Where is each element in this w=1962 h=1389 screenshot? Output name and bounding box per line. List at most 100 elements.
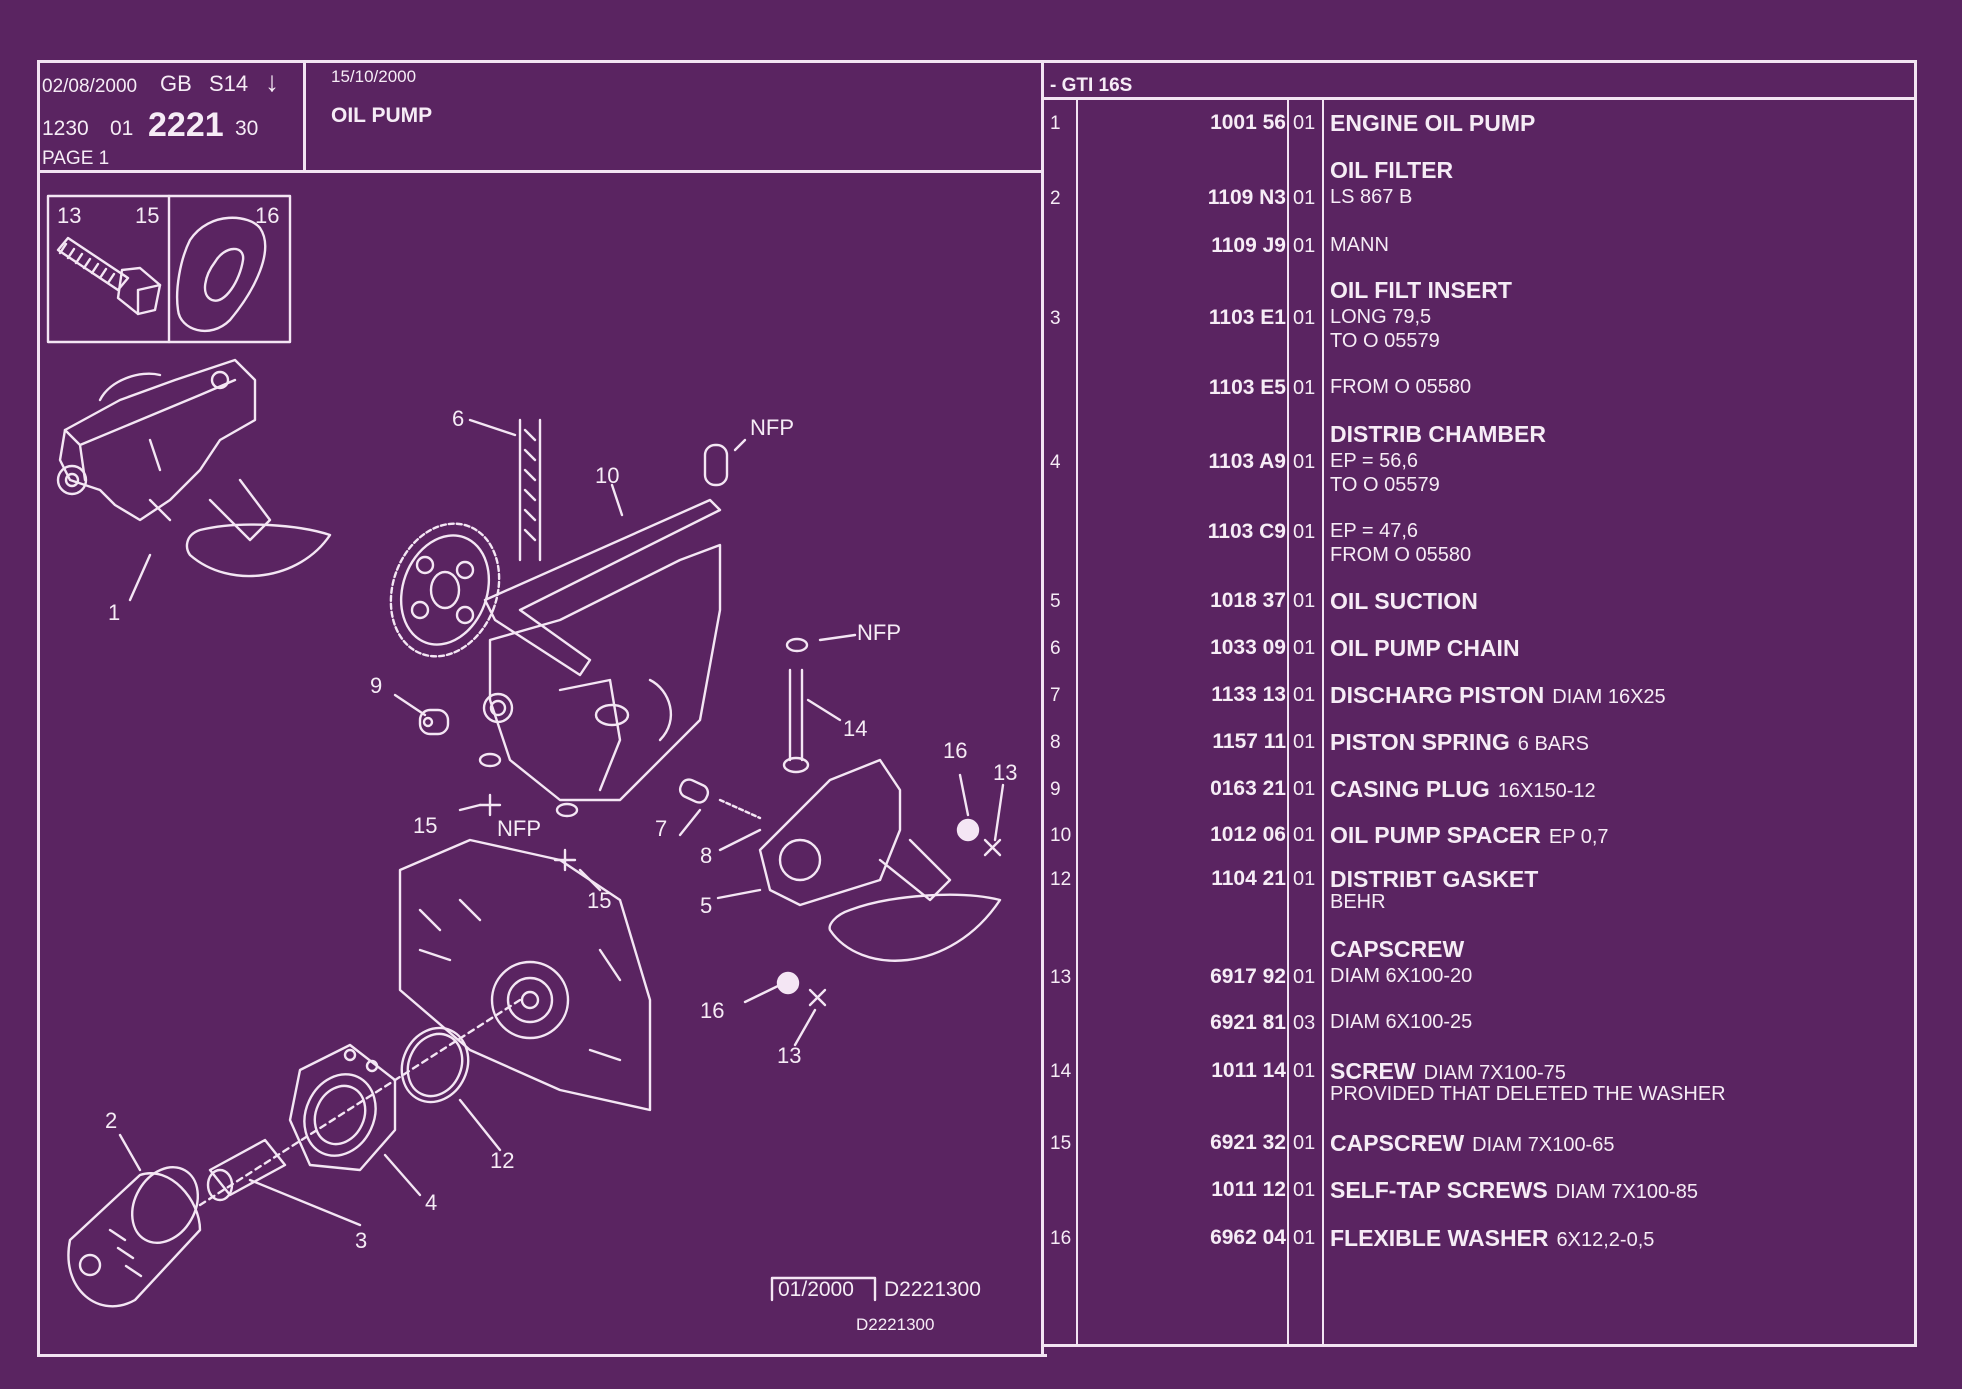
frame-top [37, 60, 1917, 63]
part-description: DIAM 6X100-20 [1330, 966, 1472, 986]
part-spec: DIAM 6X100-20 [1330, 965, 1473, 987]
item-number: 6 [1050, 638, 1061, 659]
part-description: DISCHARG PISTON DIAM 16X25 [1330, 682, 1666, 708]
item-number: 4 [1050, 452, 1061, 473]
part-heading: CAPSCREW [1330, 936, 1465, 962]
washer-nfp-a [478, 752, 502, 768]
part-name: DISTRIBT GASKET [1330, 866, 1539, 892]
quantity: 01 [1293, 235, 1316, 257]
callout-7: 7 [655, 816, 668, 841]
header-date-left: 02/08/2000 [42, 76, 138, 97]
part-description: OIL PUMP CHAIN [1330, 637, 1520, 660]
part-reference: 1109 J9 [1211, 234, 1286, 257]
part-description: DISTRIBT GASKET [1330, 868, 1538, 891]
part-name: FLEXIBLE WASHER [1330, 1225, 1549, 1251]
sprocket-part [389, 522, 501, 658]
col-line-1 [1076, 99, 1078, 1345]
washer-icon [175, 216, 267, 332]
part-reference: 1104 21 [1211, 867, 1286, 890]
callout-12: 12 [490, 1148, 515, 1173]
engine-block-part [398, 838, 652, 1112]
part-heading: DISTRIB CHAMBER [1330, 421, 1546, 447]
part-heading: OIL FILT INSERT [1330, 277, 1512, 303]
header-divider [303, 60, 306, 172]
item-number: 7 [1050, 685, 1061, 706]
part-reference: 1018 37 [1210, 589, 1286, 612]
callout-16b: 16 [700, 998, 725, 1023]
oil-filter-part [67, 1166, 202, 1308]
item-number: 5 [1050, 591, 1061, 612]
pump-body-part [482, 543, 722, 802]
model-row-bottom [1041, 97, 1917, 100]
part-name: OIL SUCTION [1330, 588, 1478, 614]
part-spec: LONG 79,5 [1330, 306, 1432, 328]
part-spec: 16X150-12 [1497, 780, 1596, 802]
part-reference: 1109 N3 [1207, 186, 1286, 209]
quantity: 01 [1293, 590, 1316, 612]
chain-part [518, 418, 542, 562]
washer-dot-2 [776, 971, 800, 995]
item-number: 14 [1050, 1061, 1072, 1082]
quantity: 01 [1293, 307, 1316, 329]
part-reference: 1157 11 [1212, 730, 1286, 753]
quantity: 01 [1293, 637, 1316, 659]
part-name: OIL PUMP CHAIN [1330, 635, 1520, 661]
callout-10: 10 [595, 463, 620, 488]
callout-13b: 13 [777, 1043, 802, 1068]
callout-16a: 16 [943, 738, 968, 763]
cross-15a [478, 793, 502, 817]
model-label: - GTI 16S [1050, 75, 1133, 96]
callout-nfp-1: NFP [750, 415, 794, 440]
down-arrow-icon: ↓ [265, 66, 279, 97]
part-note: FROM O 05580 [1330, 544, 1472, 566]
screw-cross-2 [808, 988, 827, 1007]
table-bottom [1041, 1344, 1917, 1347]
part-spec: DIAM 6X100-25 [1330, 1011, 1473, 1033]
callout-14: 14 [843, 716, 868, 741]
part-spec: EP = 47,6 [1330, 520, 1419, 542]
quantity: 01 [1293, 112, 1316, 134]
piston-spring-part [678, 778, 762, 820]
quantity: 01 [1293, 824, 1316, 846]
callout-nfp-2: NFP [857, 620, 901, 645]
part-reference: 1103 A9 [1208, 450, 1286, 473]
item-number: 2 [1050, 188, 1061, 209]
header-code-b: 01 [110, 117, 134, 140]
item-number: 8 [1050, 732, 1061, 753]
part-description: ENGINE OIL PUMP [1330, 112, 1535, 135]
callout-4: 4 [425, 1190, 438, 1215]
leader-lines [118, 418, 1005, 1227]
part-spec: 6 BARS [1517, 733, 1589, 755]
part-spec: LS 867 B [1330, 186, 1413, 208]
edition-box [770, 1276, 877, 1302]
part-spec: DIAM 7X100-65 [1472, 1134, 1615, 1156]
callout-3: 3 [355, 1228, 368, 1253]
part-description: FROM O 05580 [1330, 377, 1471, 397]
part-spec: DIAM 16X25 [1552, 686, 1666, 708]
bush-part [703, 443, 729, 487]
part-name: DISCHARG PISTON [1330, 682, 1545, 708]
part-note: PROVIDED THAT DELETED THE WASHER [1330, 1083, 1726, 1105]
gasket-part [400, 1026, 470, 1104]
item-number: 13 [1050, 967, 1072, 988]
header-page: PAGE 1 [42, 148, 110, 169]
quantity: 01 [1293, 377, 1316, 399]
item-number: 1 [1050, 113, 1061, 134]
item-number: 16 [1050, 1228, 1072, 1249]
part-reference: 1133 13 [1211, 683, 1286, 706]
header-series: S14 [209, 71, 249, 96]
col-line-3 [1322, 99, 1324, 1345]
part-note: BEHR [1330, 891, 1386, 913]
quantity: 01 [1293, 966, 1316, 988]
washer-nfp-b [555, 802, 579, 818]
part-spec: 6X12,2-0,5 [1556, 1229, 1655, 1251]
quantity: 01 [1293, 187, 1316, 209]
screw-cross-1 [983, 838, 1002, 857]
part-spec: EP = 56,6 [1330, 450, 1419, 472]
item-number: 15 [1050, 1133, 1072, 1154]
part-description: MANN [1330, 235, 1389, 255]
callout-1: 1 [108, 600, 121, 625]
drawing-ref: D2221300 [884, 1278, 981, 1301]
